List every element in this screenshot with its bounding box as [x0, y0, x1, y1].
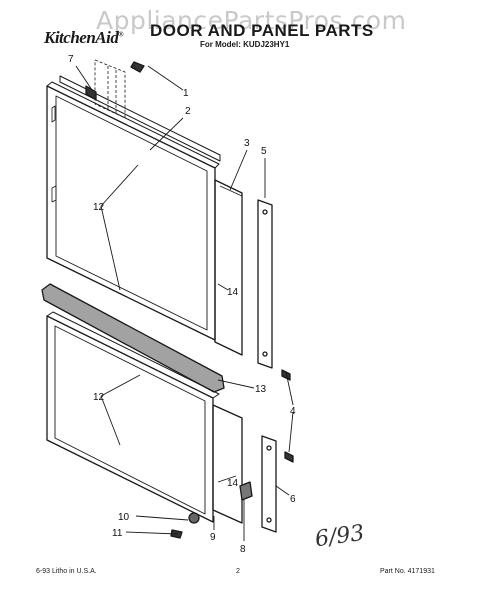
callout-12-lower: 12 [93, 392, 105, 403]
callout-2: 2 [185, 106, 191, 117]
callout-12-upper: 12 [93, 202, 105, 213]
callout-4: 4 [290, 406, 296, 417]
footer-left: 6-93 Litho in U.S.A. [36, 568, 97, 575]
upper-side-bracket [257, 199, 273, 369]
callout-13: 13 [255, 384, 267, 395]
callout-1: 1 [183, 88, 189, 99]
callout-10: 10 [118, 512, 130, 523]
lower-inner-panel [212, 404, 243, 524]
model-line: For Model: KUDJ23HY1 [200, 40, 290, 49]
callout-14-lower: 14 [227, 478, 239, 489]
leader-lines [75, 65, 294, 541]
screw-1 [130, 61, 145, 73]
brand-name: KitchenAid [44, 28, 119, 47]
callout-3: 3 [244, 138, 250, 149]
screw-7 [85, 85, 97, 101]
callout-7: 7 [68, 54, 74, 65]
brand-logo: KitchenAid® [44, 28, 124, 48]
page-title: DOOR AND PANEL PARTS [150, 21, 374, 40]
callout-6: 6 [290, 494, 296, 505]
watermark: AppliancePartsPros.com [96, 6, 407, 35]
brand-mark: ® [118, 30, 124, 39]
lower-side-bracket [261, 435, 277, 533]
part-number: Part No. 4171931 [380, 568, 435, 575]
lower-door-panel [46, 311, 220, 523]
callout-8: 8 [240, 544, 246, 555]
callout-11: 11 [112, 528, 123, 539]
page-number: 2 [236, 568, 240, 575]
screw-4-lower [284, 451, 294, 463]
latch-8 [239, 481, 253, 501]
callout-14-upper: 14 [227, 287, 239, 298]
upper-inner-panel [214, 179, 243, 356]
callout-9: 9 [210, 532, 216, 543]
center-molding [41, 283, 225, 393]
knob-10 [188, 512, 200, 524]
callout-5: 5 [261, 146, 267, 157]
top-trim [59, 59, 221, 162]
screw-4-upper [281, 369, 291, 381]
